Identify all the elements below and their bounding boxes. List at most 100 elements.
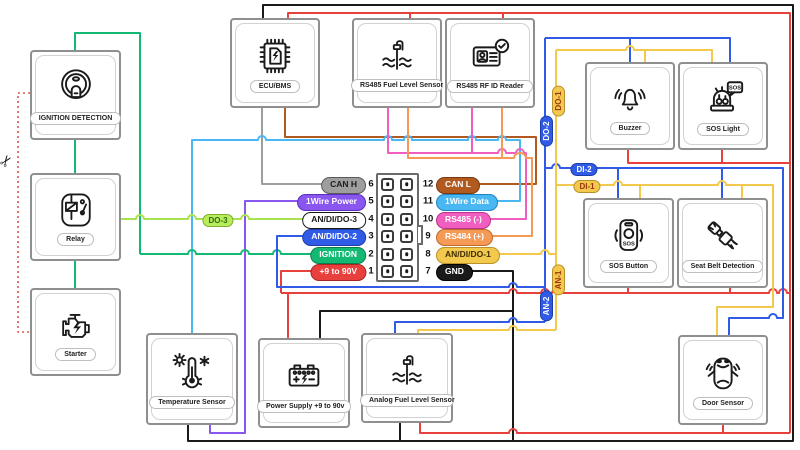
device-buzzer: Buzzer <box>585 62 675 150</box>
sos-light-icon: SOS <box>710 81 744 112</box>
device-relay: Relay <box>30 173 121 261</box>
device-ecu-bms: ECU/BMS <box>230 18 320 108</box>
device-temperature-sensor: Temperature Sensor <box>146 333 238 425</box>
pin-label-an-di-do-2: AN/DI/DO-2 <box>302 226 366 246</box>
device-sos-light: SOS SOS Light <box>678 62 768 150</box>
wire-1wire-power <box>209 200 344 434</box>
fuel-probe-icon <box>382 40 412 70</box>
wire-rs485-plus <box>407 108 533 237</box>
wire-an1-line <box>417 325 556 333</box>
wire-can-l <box>284 108 537 185</box>
wire-cut-line <box>17 92 30 333</box>
device-label: Buzzer <box>609 122 651 135</box>
pin-number-10: 10 <box>422 213 434 225</box>
device-rs485-fuel-level-sensor: RS485 Fuel Level Sensor <box>350 18 443 108</box>
device-label: SOS Light <box>697 123 749 136</box>
svg-text:SOS: SOS <box>622 241 634 247</box>
connector-pin-9 <box>400 229 413 243</box>
device-label: RS485 RF ID Reader <box>447 80 533 93</box>
pin-label-1wire-data: 1Wire Data <box>436 191 498 211</box>
pin-number-3: 3 <box>368 230 374 242</box>
seat-belt-icon <box>706 221 738 250</box>
device-label: Relay <box>57 233 94 246</box>
pin-number-1: 1 <box>368 265 374 277</box>
device-label: Door Sensor <box>692 397 753 410</box>
main-connector <box>376 173 419 282</box>
starter-icon <box>61 314 90 338</box>
pin-label-can-l: CAN L <box>436 174 480 194</box>
battery-icon <box>288 364 320 387</box>
device-door-sensor: Door Sensor <box>678 335 768 425</box>
wire-andido2-pin <box>276 235 545 288</box>
connector-pin-3 <box>381 229 394 243</box>
wire-badge-di-2: DI-2 <box>570 159 598 177</box>
connector-pin-12 <box>400 177 413 191</box>
connector-pin-7 <box>400 264 413 278</box>
device-label: Power Supply +9 to 90v <box>257 400 351 413</box>
pin-label-power-9-90v: +9 to 90V <box>310 261 366 281</box>
device-starter: Starter <box>30 288 121 376</box>
buzzer-bell-icon <box>614 88 646 111</box>
pin-number-2: 2 <box>368 248 374 260</box>
pin-number-6: 6 <box>368 178 374 190</box>
pin-number-5: 5 <box>368 195 374 207</box>
pin-label-1wire-power: 1Wire Power <box>297 191 366 211</box>
pin-number-7: 7 <box>425 265 431 277</box>
wire-do1-top-loop <box>556 45 713 62</box>
wire-badge-do-2: DO-2 <box>536 115 554 147</box>
device-label: ECU/BMS <box>249 80 301 93</box>
connector-pin-10 <box>400 212 413 226</box>
pin-label-an-di-do-1: AN/DI/DO-1 <box>436 244 500 264</box>
wire-badge-do-3: DO-3 <box>202 210 234 228</box>
svg-text:SOS: SOS <box>729 86 741 92</box>
car-door-icon <box>705 357 741 390</box>
wire-can-h <box>261 108 344 185</box>
device-sos-button: SOS SOS Button <box>583 198 674 288</box>
device-label: IGNITION DETECTION <box>29 112 122 125</box>
rfid-card-icon <box>472 38 510 67</box>
pin-number-8: 8 <box>425 248 431 260</box>
connector-pin-4 <box>381 212 394 226</box>
connector-pin-5 <box>381 194 394 208</box>
pin-label-gnd: GND <box>436 261 473 281</box>
device-ignition-detection: IGNITION DETECTION <box>29 50 122 140</box>
wire-badge-do-1: DO-1 <box>548 85 566 117</box>
device-label: RS485 Fuel Level Sensor <box>350 79 443 92</box>
relay-icon <box>60 193 91 227</box>
pin-label-rs484-plus: RS484 (+) <box>436 226 493 246</box>
wire-di1-line <box>556 180 774 335</box>
wire-badge-di-1: DI-1 <box>573 176 601 194</box>
ignition-detection-icon <box>60 69 91 100</box>
connector-notch <box>418 225 423 245</box>
sos-button-icon: SOS <box>614 219 643 251</box>
wire-power-buzzer-soslight <box>627 150 790 164</box>
wire-gnd-power-supply <box>319 310 513 338</box>
wire-an2-line <box>394 317 545 333</box>
wire-gnd-border-bus <box>187 4 794 442</box>
wire-di2-line <box>545 163 784 335</box>
device-label: Temperature Sensor <box>149 396 235 409</box>
pin-number-9: 9 <box>425 230 431 242</box>
thermometer-icon <box>172 353 210 389</box>
wire-power-bottom-bus <box>419 423 790 434</box>
device-rs485-rfid-reader: RS485 RF ID Reader <box>445 18 535 108</box>
wire-andido1-pin <box>460 249 556 255</box>
wire-ignition <box>74 32 344 288</box>
wire-gnd-pin <box>460 270 514 441</box>
fuel-probe-icon <box>392 355 422 385</box>
wire-rs485-minus <box>387 108 527 220</box>
device-label: Analog Fuel Level Sensor <box>360 394 455 407</box>
device-power-supply: Power Supply +9 to 90v <box>257 338 351 428</box>
connector-pin-8 <box>400 247 413 261</box>
connector-pin-2 <box>381 247 394 261</box>
connector-pin-11 <box>400 194 413 208</box>
device-label: Starter <box>55 348 96 361</box>
wire-badge-an-2: AN-2 <box>536 290 554 322</box>
pin-label-ignition: IGNITION <box>310 244 366 264</box>
device-seat-belt-detection: Seat Belt Detection <box>677 198 768 288</box>
wire-power-top-bus <box>287 12 791 433</box>
pin-label-can-h: CAN H <box>321 174 366 194</box>
connector-pin-6 <box>381 177 394 191</box>
